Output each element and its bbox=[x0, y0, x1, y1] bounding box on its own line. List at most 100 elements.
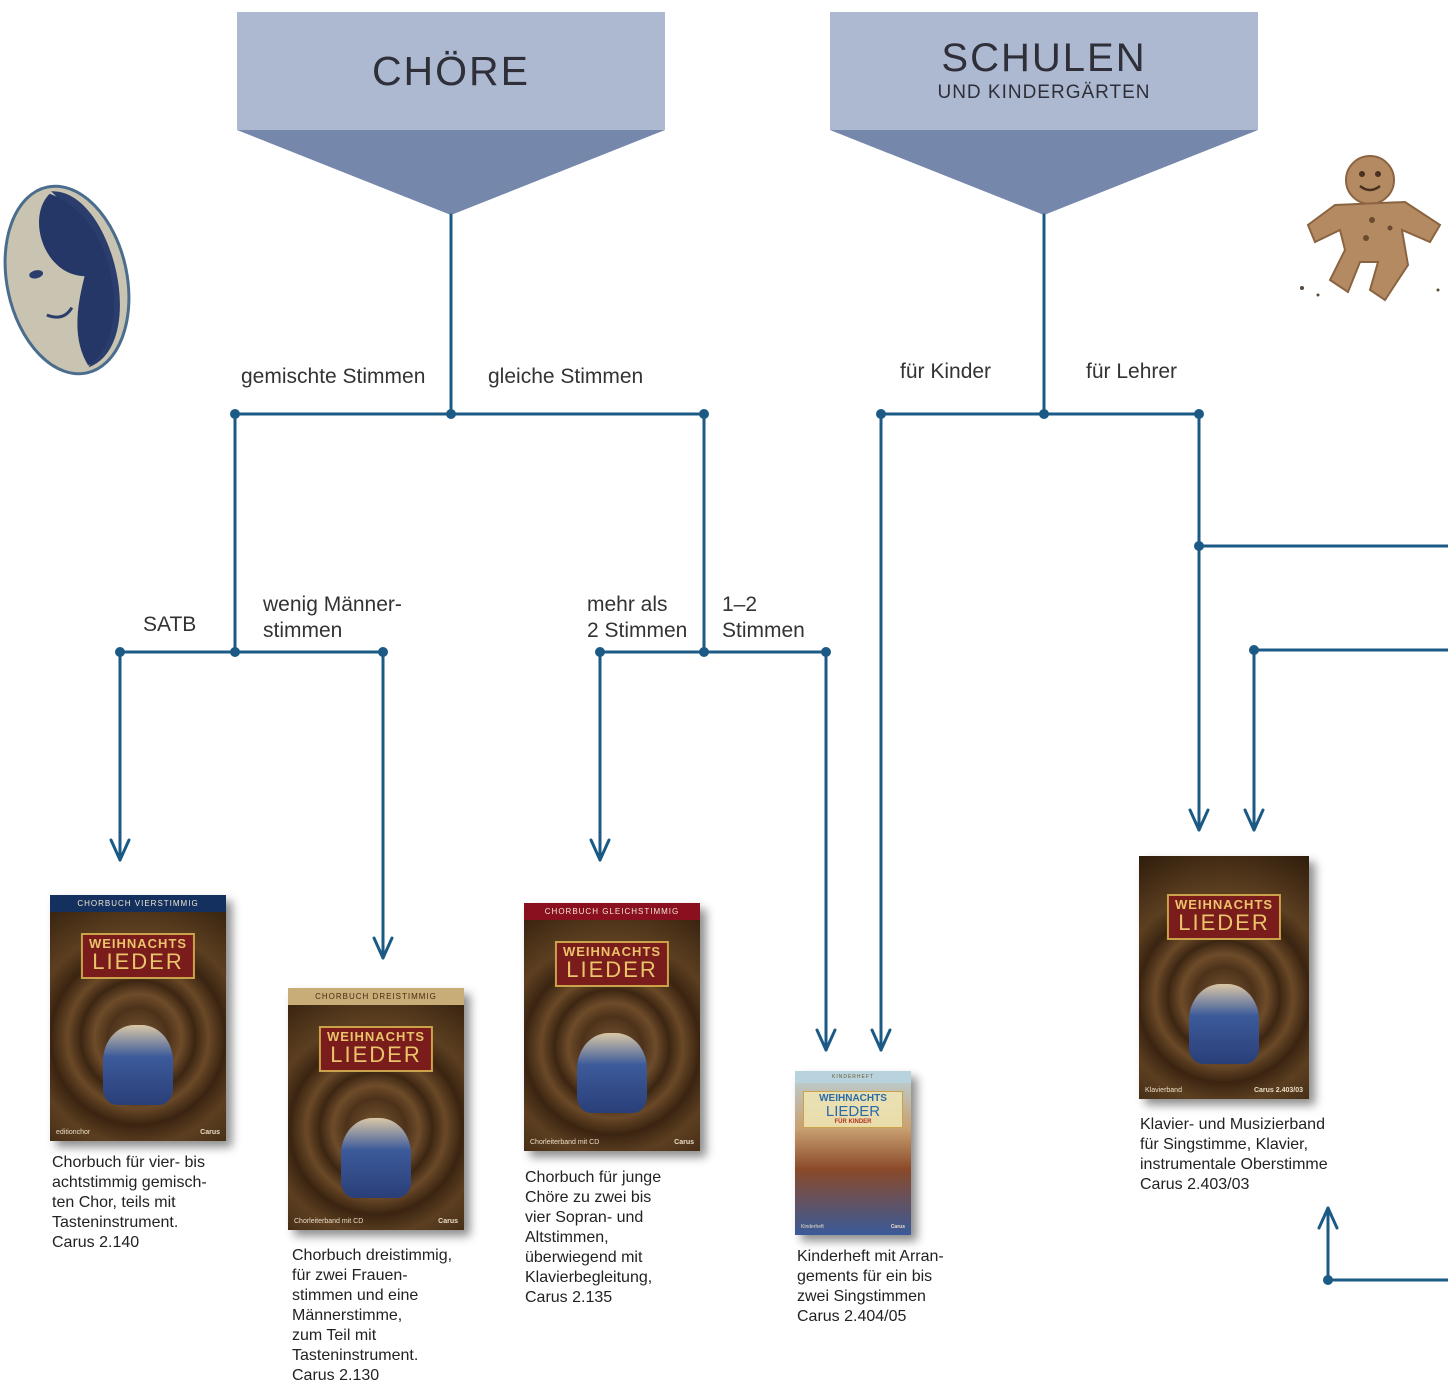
book-figure bbox=[103, 1025, 173, 1105]
label-1-2-stimmen: 1–2 Stimmen bbox=[722, 592, 805, 645]
caption-line: Carus 2.130 bbox=[292, 1367, 380, 1384]
header-choere-point bbox=[237, 130, 665, 215]
book-figure bbox=[1189, 984, 1259, 1064]
label-satb: SATB bbox=[143, 613, 197, 636]
book-title-bottom: LIEDER bbox=[566, 957, 658, 983]
book-title-bottom: LIEDER bbox=[1178, 910, 1270, 936]
caption-line: instrumentale Oberstimme bbox=[1140, 1156, 1328, 1173]
caption-line: Tasteninstrument. bbox=[292, 1347, 419, 1364]
caption-line: Altstimmen, bbox=[525, 1229, 609, 1246]
caption-line: Carus 2.403/03 bbox=[1140, 1176, 1250, 1193]
label-fuer-lehrer: für Lehrer bbox=[1086, 360, 1178, 383]
book-cover-vierstimmig: CHORBUCH VIERSTIMMIG WEIHNACHTS LIEDER e… bbox=[50, 895, 226, 1141]
gingerbread-man-illustration bbox=[1300, 155, 1442, 302]
caption-line: zwei Singstimmen bbox=[797, 1288, 926, 1305]
caption-line: Klavierbegleitung, bbox=[525, 1269, 653, 1286]
caption-line: Männerstimme, bbox=[292, 1307, 403, 1324]
label-wenig-line2: stimmen bbox=[263, 619, 343, 643]
caption-line: stimmen und eine bbox=[292, 1287, 419, 1304]
header-schulen-point bbox=[830, 130, 1258, 215]
caption-line: Chorbuch für vier- bis bbox=[52, 1154, 205, 1171]
caption-line: Chorbuch dreistimmig, bbox=[292, 1247, 453, 1264]
book-foot-left: Chorleiterband mit CD bbox=[530, 1139, 600, 1146]
book-title-small: FÜR KINDER bbox=[834, 1119, 872, 1125]
caption-line: Klavier- und Musizierband bbox=[1140, 1116, 1325, 1133]
book-foot-right: Carus bbox=[438, 1218, 458, 1225]
label-fuer-kinder: für Kinder bbox=[900, 360, 992, 383]
caption-line: Tasteninstrument. bbox=[52, 1214, 179, 1231]
book-title-top: WEIHNACHTS bbox=[88, 936, 188, 951]
caption-line: für zwei Frauen- bbox=[292, 1267, 408, 1284]
book-foot-right: Carus bbox=[200, 1129, 220, 1136]
book-title-top: WEIHNACHTS bbox=[1174, 897, 1274, 912]
label-wenig-maennerstimmen: wenig Männer- stimmen bbox=[263, 592, 402, 645]
header-choere: CHÖRE bbox=[237, 12, 665, 130]
header-schulen-title: SCHULEN bbox=[941, 36, 1147, 80]
book-foot-left: Chorleiterband mit CD bbox=[294, 1218, 364, 1225]
caption-line: achtstimmig gemisch- bbox=[52, 1174, 207, 1191]
book-foot: Klavierband Carus 2.403/03 bbox=[1145, 1087, 1303, 1094]
caption-line: Chorbuch für junge bbox=[525, 1169, 662, 1186]
book-foot-right: Carus bbox=[890, 1224, 905, 1230]
book-band: CHORBUCH DREISTIMMIG bbox=[288, 988, 464, 1005]
label-gleiche-stimmen: gleiche Stimmen bbox=[488, 365, 644, 388]
label-gemischte-stimmen: gemischte Stimmen bbox=[241, 365, 426, 388]
book-foot-right: Carus 2.403/03 bbox=[1253, 1087, 1303, 1094]
book-foot: editionchor Carus bbox=[56, 1129, 220, 1136]
caption-line: ten Chor, teils mit bbox=[52, 1194, 176, 1211]
caption-line: Kinderheft mit Arran- bbox=[797, 1248, 944, 1265]
caption-klavierband: Klavier- und Musizierband für Singstimme… bbox=[1140, 1115, 1380, 1195]
header-schulen: SCHULEN UND KINDERGÄRTEN bbox=[830, 12, 1258, 130]
book-cover-dreistimmig: CHORBUCH DREISTIMMIG WEIHNACHTS LIEDER C… bbox=[288, 988, 464, 1230]
label-mehr-line2: 2 Stimmen bbox=[587, 619, 688, 643]
book-figure bbox=[341, 1118, 411, 1198]
label-wenig-line1: wenig Männer- bbox=[263, 593, 402, 616]
caption-line: Carus 2.404/05 bbox=[797, 1308, 907, 1325]
book-band: KINDERHEFT bbox=[795, 1071, 911, 1083]
book-title-plate: WEIHNACHTS LIEDER bbox=[318, 1026, 434, 1073]
moon-illustration bbox=[3, 184, 131, 376]
label-eins-line2: Stimmen bbox=[722, 619, 805, 643]
caption-line: vier Sopran- und bbox=[525, 1209, 644, 1226]
caption-vierstimmig: Chorbuch für vier- bis achtstimmig gemis… bbox=[52, 1153, 252, 1253]
caption-line: zum Teil mit bbox=[292, 1327, 377, 1344]
caption-line: für Singstimme, Klavier, bbox=[1140, 1136, 1309, 1153]
caption-dreistimmig: Chorbuch dreistimmig, für zwei Frauen- s… bbox=[292, 1246, 492, 1386]
book-title-bottom: LIEDER bbox=[92, 949, 184, 975]
book-foot-right: Carus bbox=[674, 1139, 694, 1146]
book-title-top: WEIHNACHTS bbox=[819, 1093, 887, 1104]
caption-kinderheft: Kinderheft mit Arran- gements für ein bi… bbox=[797, 1247, 997, 1327]
caption-gleichstimmig: Chorbuch für junge Chöre zu zwei bis vie… bbox=[525, 1168, 725, 1308]
caption-line: Chöre zu zwei bis bbox=[525, 1189, 652, 1206]
book-foot-left: Klavierband bbox=[1145, 1087, 1182, 1094]
book-cover-klavierband: WEIHNACHTS LIEDER Klavierband Carus 2.40… bbox=[1139, 856, 1309, 1099]
caption-line: Carus 2.135 bbox=[525, 1289, 613, 1306]
book-title-top: WEIHNACHTS bbox=[326, 1029, 426, 1044]
book-title-plate: WEIHNACHTS LIEDER bbox=[554, 941, 670, 988]
book-cover-gleichstimmig: CHORBUCH GLEICHSTIMMIG WEIHNACHTS LIEDER… bbox=[524, 903, 700, 1151]
caption-line: überwiegend mit bbox=[525, 1249, 643, 1266]
caption-line: gements für ein bis bbox=[797, 1268, 933, 1285]
book-band: CHORBUCH GLEICHSTIMMIG bbox=[524, 903, 700, 920]
book-figure bbox=[577, 1033, 647, 1113]
book-title-plate: WEIHNACHTS LIEDER FÜR KINDER bbox=[803, 1091, 903, 1128]
label-eins-line1: 1–2 bbox=[722, 593, 758, 616]
label-mehr-line1: mehr als bbox=[587, 593, 668, 616]
book-foot: Kinderheft Carus bbox=[801, 1224, 905, 1230]
book-band: CHORBUCH VIERSTIMMIG bbox=[50, 895, 226, 912]
header-schulen-subtitle: UND KINDERGÄRTEN bbox=[937, 82, 1151, 103]
book-title-bottom: LIEDER bbox=[825, 1103, 881, 1120]
caption-line: Carus 2.140 bbox=[52, 1234, 140, 1251]
book-foot: Chorleiterband mit CD Carus bbox=[530, 1139, 694, 1146]
book-title-bottom: LIEDER bbox=[330, 1042, 422, 1068]
book-foot: Chorleiterband mit CD Carus bbox=[294, 1218, 458, 1225]
book-title-top: WEIHNACHTS bbox=[562, 944, 662, 959]
header-choere-title: CHÖRE bbox=[371, 47, 531, 94]
book-foot-left: Kinderheft bbox=[801, 1224, 824, 1230]
book-foot-left: editionchor bbox=[56, 1129, 91, 1136]
label-mehr-als-2-stimmen: mehr als 2 Stimmen bbox=[587, 592, 687, 645]
book-cover-kinderheft: KINDERHEFT WEIHNACHTS LIEDER FÜR KINDER … bbox=[795, 1071, 911, 1235]
book-title-plate: WEIHNACHTS LIEDER bbox=[1166, 894, 1282, 941]
book-title-plate: WEIHNACHTS LIEDER bbox=[80, 933, 196, 980]
